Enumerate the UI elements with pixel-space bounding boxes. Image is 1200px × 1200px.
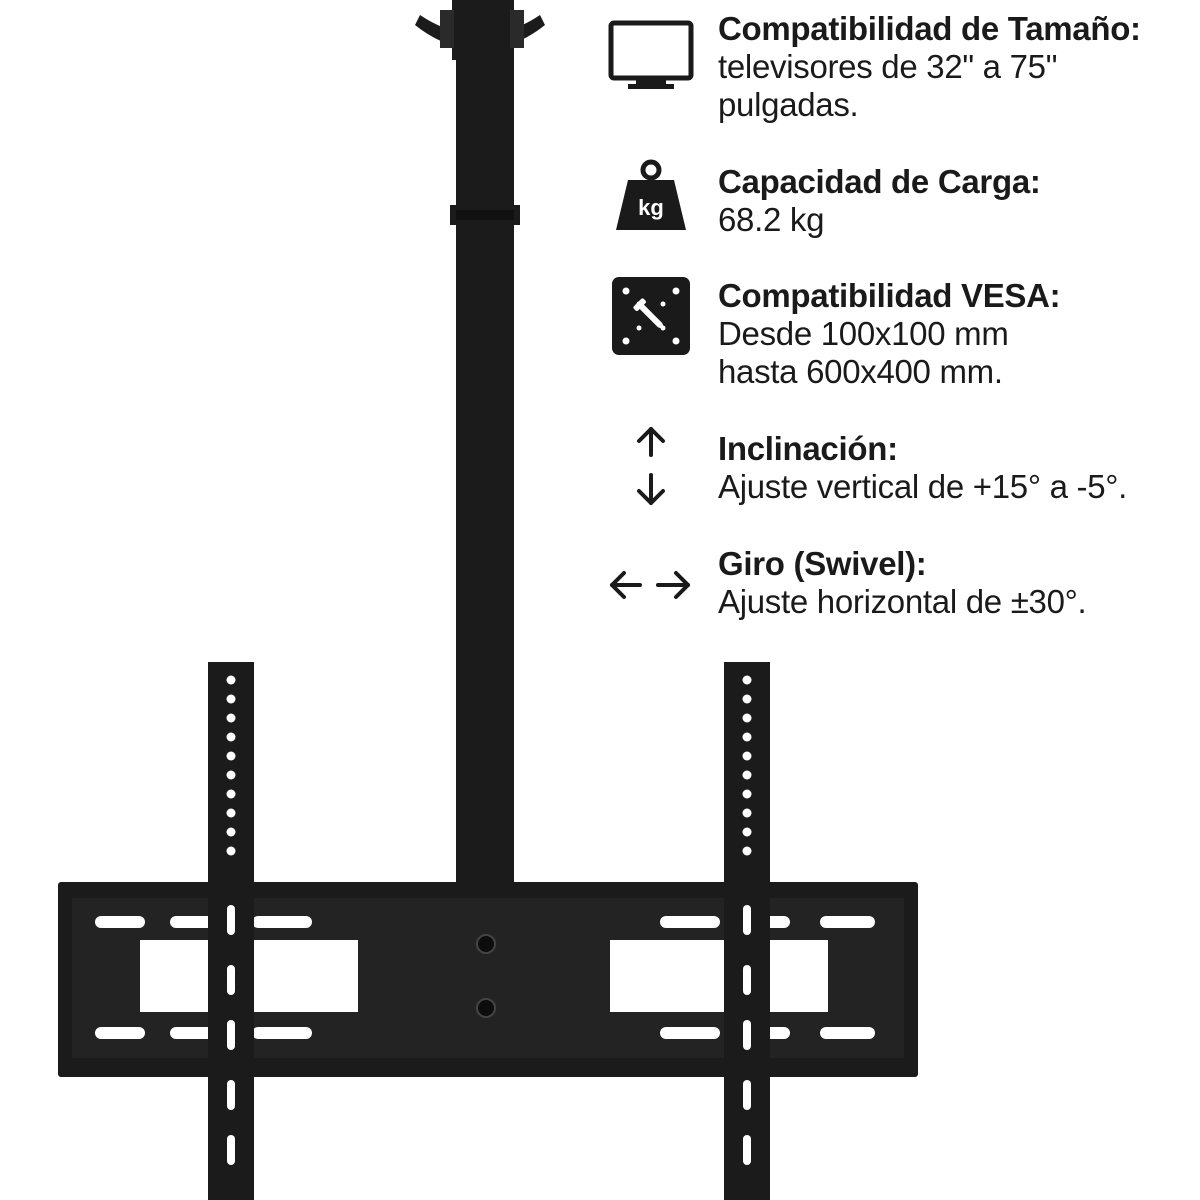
spec-swivel: Giro (Swivel): Ajuste horizontal de ±30°… [600, 545, 1180, 635]
vertical-arrows-icon [606, 425, 696, 511]
weight-kg-icon: kg [606, 158, 696, 238]
spec-title: Giro (Swivel): [718, 545, 927, 582]
spec-vesa: Compatibilidad VESA: Desde 100x100 mm ha… [600, 277, 1180, 397]
spec-desc-line: 68.2 kg [718, 201, 825, 238]
spec-desc-line: televisores de 32" a 75" [718, 48, 1058, 85]
spec-tv-size: Compatibilidad de Tamaño: televisores de… [600, 10, 1180, 130]
horizontal-arrows-icon [606, 555, 696, 615]
weight-kg-label: kg [638, 195, 664, 220]
spec-desc-line: Ajuste horizontal de ±30°. [718, 583, 1087, 620]
spec-title: Compatibilidad VESA: [718, 277, 1061, 314]
spec-title: Inclinación: [718, 430, 898, 467]
spec-desc-line: Ajuste vertical de +15° a -5°. [718, 468, 1128, 505]
spec-load-capacity: kg Capacidad de Carga: 68.2 kg [600, 159, 1180, 253]
spec-desc-line: pulgadas. [718, 86, 859, 123]
spec-tilt: Inclinación: Ajuste vertical de +15° a -… [600, 427, 1180, 520]
spec-desc-line: Desde 100x100 mm [718, 315, 1009, 352]
spec-title: Capacidad de Carga: [718, 163, 1041, 200]
spec-desc-line: hasta 600x400 mm. [718, 353, 1003, 390]
spec-title: Compatibilidad de Tamaño: [718, 10, 1141, 47]
tv-icon [606, 18, 696, 98]
vesa-plate-icon [606, 277, 696, 357]
